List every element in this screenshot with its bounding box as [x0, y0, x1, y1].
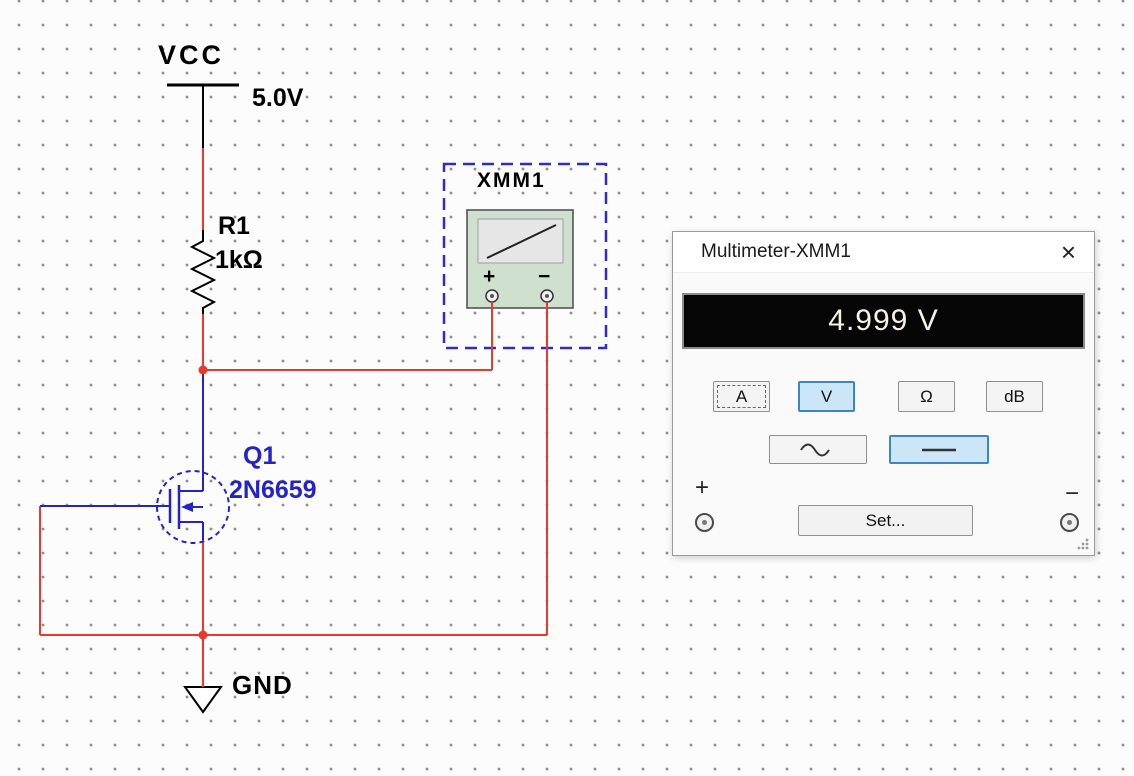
- mosfet-symbol[interactable]: [40, 370, 230, 544]
- voltage-function-button[interactable]: V: [798, 381, 855, 412]
- ground-label[interactable]: GND: [232, 670, 293, 700]
- junction-dot: [198, 365, 208, 375]
- dialog-title: Multimeter-XMM1: [701, 241, 851, 262]
- red-wires[interactable]: [39, 148, 548, 687]
- set-button[interactable]: Set...: [798, 505, 973, 536]
- multimeter-icon[interactable]: [466, 209, 574, 309]
- instrument-selection-box[interactable]: [442, 162, 608, 350]
- measurement-value: 4.999 V: [828, 304, 939, 337]
- icon-plus-label: +: [483, 265, 496, 288]
- ac-mode-button[interactable]: [769, 435, 867, 464]
- dialog-minus-terminal[interactable]: [1060, 513, 1079, 532]
- dialog-minus-label: −: [1065, 480, 1080, 507]
- meter-needle-icon: [486, 224, 557, 259]
- icon-minus-label: −: [538, 265, 551, 288]
- body-arrow: [181, 502, 193, 512]
- instrument-ref-label[interactable]: XMM1: [477, 169, 546, 192]
- close-icon[interactable]: ×: [1060, 237, 1076, 267]
- dialog-plus-label: +: [695, 474, 710, 501]
- dc-line-icon: [922, 448, 956, 451]
- junction-dot: [198, 630, 208, 640]
- sine-wave-icon: [800, 443, 830, 456]
- vcc-label[interactable]: VCC: [158, 40, 225, 70]
- dialog-plus-terminal[interactable]: [695, 513, 714, 532]
- black-wires: [167, 83, 239, 714]
- dc-mode-button[interactable]: [889, 435, 989, 464]
- current-function-button[interactable]: A: [713, 381, 770, 412]
- resistor-value-label[interactable]: 1kΩ: [215, 246, 263, 274]
- dialog-titlebar[interactable]: Multimeter-XMM1 ×: [673, 232, 1094, 273]
- decibel-function-button[interactable]: dB: [986, 381, 1043, 412]
- resistor-symbol[interactable]: [189, 230, 217, 314]
- mosfet-part-label[interactable]: 2N6659: [229, 476, 317, 504]
- resistor-ref-label[interactable]: R1: [218, 212, 250, 240]
- measurement-display: 4.999 V: [682, 293, 1085, 349]
- ground-triangle[interactable]: [183, 686, 223, 714]
- mosfet-ref-label[interactable]: Q1: [243, 442, 277, 470]
- resize-grip[interactable]: [1074, 535, 1090, 551]
- icon-plus-terminal-dot: [490, 294, 494, 298]
- icon-minus-terminal-dot: [545, 294, 549, 298]
- vcc-voltage-label[interactable]: 5.0V: [252, 84, 304, 112]
- resistance-function-button[interactable]: Ω: [898, 381, 955, 412]
- multimeter-dialog-window: Multimeter-XMM1 × 4.999 V A V Ω dB + Set…: [672, 231, 1095, 556]
